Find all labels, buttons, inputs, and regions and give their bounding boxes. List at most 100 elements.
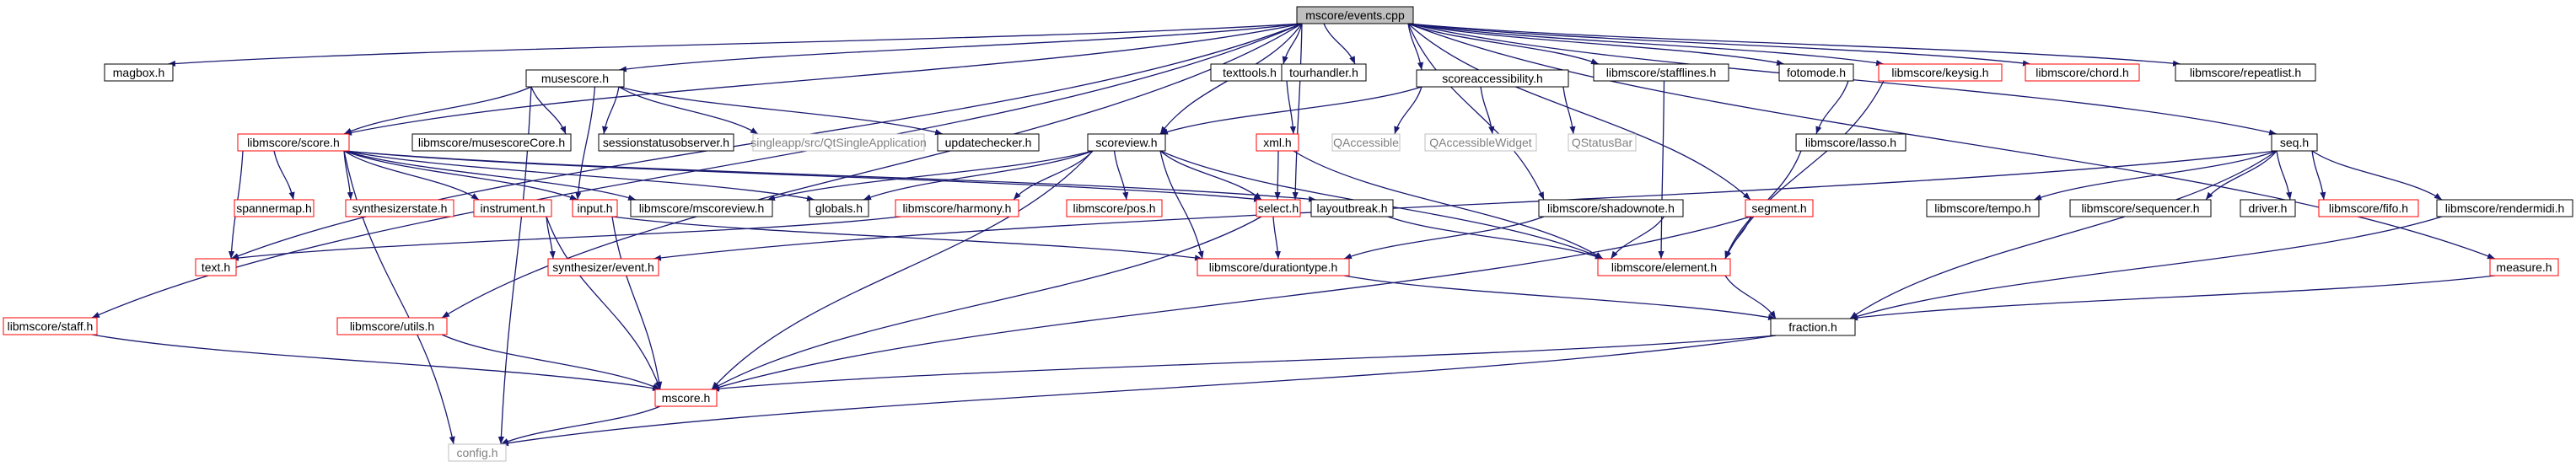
edge-keysig-to-element <box>1724 80 1885 260</box>
node-synthstate[interactable]: synthesizerstate.h <box>345 199 454 217</box>
node-box <box>195 258 237 276</box>
node-magbox[interactable]: magbox.h <box>104 63 174 82</box>
node-globals[interactable]: globals.h <box>809 199 869 217</box>
edge-musescore-to-sessionstatus <box>602 86 620 135</box>
node-repeatlist[interactable]: libmscore/repeatlist.h <box>2175 63 2316 82</box>
node-label: libmscore/durationtype.h <box>1209 260 1338 274</box>
node-label: scoreview.h <box>1095 136 1157 149</box>
node-utils[interactable]: libmscore/utils.h <box>336 317 448 335</box>
node-fotomode[interactable]: fotomode.h <box>1778 63 1854 82</box>
node-sequencer[interactable]: libmscore/sequencer.h <box>2069 199 2212 217</box>
node-mscore[interactable]: mscore.h <box>654 389 718 407</box>
node-box <box>525 69 625 88</box>
node-element[interactable]: libmscore/element.h <box>1597 258 1731 276</box>
node-scoreview[interactable]: scoreview.h <box>1087 133 1166 152</box>
node-measure[interactable]: measure.h <box>2489 258 2559 276</box>
node-fraction[interactable]: fraction.h <box>1770 318 1856 336</box>
node-label: libmscore/lasso.h <box>1805 136 1896 149</box>
edge-rendermidi-to-fraction <box>1849 216 2443 319</box>
node-label: scoreaccessibility.h <box>1442 72 1543 85</box>
node-label: synthesizerstate.h <box>352 201 448 215</box>
edge-scoreview-to-durationtype <box>1159 150 1204 260</box>
node-label: tourhandler.h <box>1289 66 1358 79</box>
edge-layer <box>91 23 2496 447</box>
node-label: segment.h <box>1751 201 1806 215</box>
node-musescore[interactable]: musescore.h <box>525 69 625 88</box>
node-synthevent[interactable]: synthesizer/event.h <box>547 258 659 276</box>
node-box <box>630 199 773 217</box>
node-spannermap[interactable]: spannermap.h <box>234 199 315 217</box>
edge-scoreacc-to-qaccessible <box>1394 86 1422 135</box>
edge-instrument-to-synthevent <box>546 216 556 260</box>
node-fifo[interactable]: libmscore/fifo.h <box>2318 199 2419 217</box>
node-box <box>1197 258 1350 276</box>
node-sessionstatus[interactable]: sessionstatusobserver.h <box>598 133 734 152</box>
node-box <box>2025 63 2140 82</box>
node-driver[interactable]: driver.h <box>2240 199 2296 217</box>
node-box <box>2240 199 2296 217</box>
edge-seq-to-fifo <box>2311 150 2326 201</box>
edge-musescore-to-score <box>343 86 532 135</box>
node-box <box>1795 133 1906 152</box>
edge-scoreview-to-pos <box>1113 150 1129 201</box>
edge-tourhandler-to-xml <box>1286 80 1296 135</box>
node-label: fotomode.h <box>1787 66 1846 79</box>
edge-root-to-fotomode <box>1407 23 1785 66</box>
node-label: layoutbreak.h <box>1316 201 1387 215</box>
node-label: select.h <box>1258 201 1299 215</box>
edge-stafflines-to-element <box>1658 80 1665 260</box>
node-box <box>1416 69 1569 88</box>
node-label: synthesizer/event.h <box>552 260 654 274</box>
edge-scoreview-to-select <box>1159 150 1262 201</box>
node-label: QAccessible <box>1333 136 1399 149</box>
node-chord[interactable]: libmscore/chord.h <box>2025 63 2140 82</box>
node-box <box>2069 199 2212 217</box>
node-tempo[interactable]: libmscore/tempo.h <box>1926 199 2040 217</box>
node-input[interactable]: input.h <box>572 199 618 217</box>
node-label: magbox.h <box>113 66 164 79</box>
node-rendermidi[interactable]: libmscore/rendermidi.h <box>2436 199 2573 217</box>
node-instrument[interactable]: instrument.h <box>473 199 552 217</box>
node-pos[interactable]: libmscore/pos.h <box>1066 199 1163 217</box>
node-text[interactable]: text.h <box>195 258 237 276</box>
node-scoreacc[interactable]: scoreaccessibility.h <box>1416 69 1569 88</box>
node-label: libmscore/stafflines.h <box>1606 66 1716 79</box>
edge-fraction-to-mscore <box>711 335 1777 392</box>
node-tourhandler[interactable]: tourhandler.h <box>1281 63 1367 82</box>
edge-durationtype-to-fraction <box>1343 275 1777 320</box>
node-updatechecker[interactable]: updatechecker.h <box>937 133 1040 152</box>
node-keysig[interactable]: libmscore/keysig.h <box>1878 63 2003 82</box>
node-box <box>336 317 448 335</box>
edge-score-to-spannermap <box>273 150 295 201</box>
node-label: libmscore/score.h <box>247 136 340 149</box>
node-segment[interactable]: segment.h <box>1745 199 1814 217</box>
node-durationtype[interactable]: libmscore/durationtype.h <box>1197 258 1350 276</box>
edge-xml-to-select <box>1274 150 1281 201</box>
node-score[interactable]: libmscore/score.h <box>237 133 350 152</box>
node-mscoreview[interactable]: libmscore/mscoreview.h <box>630 199 773 217</box>
node-musescorecore[interactable]: libmscore/musescoreCore.h <box>411 133 572 152</box>
node-seq[interactable]: seq.h <box>2271 133 2318 152</box>
node-xml[interactable]: xml.h <box>1256 133 1299 152</box>
edge-shadownote-to-element <box>1610 216 1665 260</box>
edge-score-to-config <box>343 150 455 445</box>
edge-utils-to-mscore <box>441 334 661 390</box>
node-stafflines[interactable]: libmscore/stafflines.h <box>1593 63 1729 82</box>
node-texttools[interactable]: texttools.h <box>1210 63 1289 82</box>
node-harmony[interactable]: libmscore/harmony.h <box>895 199 1019 217</box>
edge-score-to-layoutbreak <box>343 150 1317 202</box>
node-lasso[interactable]: libmscore/lasso.h <box>1795 133 1906 152</box>
node-label: libmscore/utils.h <box>350 319 434 333</box>
node-select[interactable]: select.h <box>1256 199 1301 217</box>
node-box <box>598 133 734 152</box>
node-box <box>3 317 98 335</box>
edge-seq-to-sequencer <box>2205 150 2278 201</box>
node-root[interactable]: mscore/events.cpp <box>1296 6 1414 24</box>
edge-layoutbreak-to-element <box>1387 216 1604 260</box>
node-staff[interactable]: libmscore/staff.h <box>3 317 98 335</box>
node-box <box>2318 199 2419 217</box>
node-shadownote[interactable]: libmscore/shadownote.h <box>1538 199 1684 217</box>
edge-seq-to-rendermidi <box>2311 150 2443 201</box>
node-layoutbreak[interactable]: layoutbreak.h <box>1310 199 1394 217</box>
